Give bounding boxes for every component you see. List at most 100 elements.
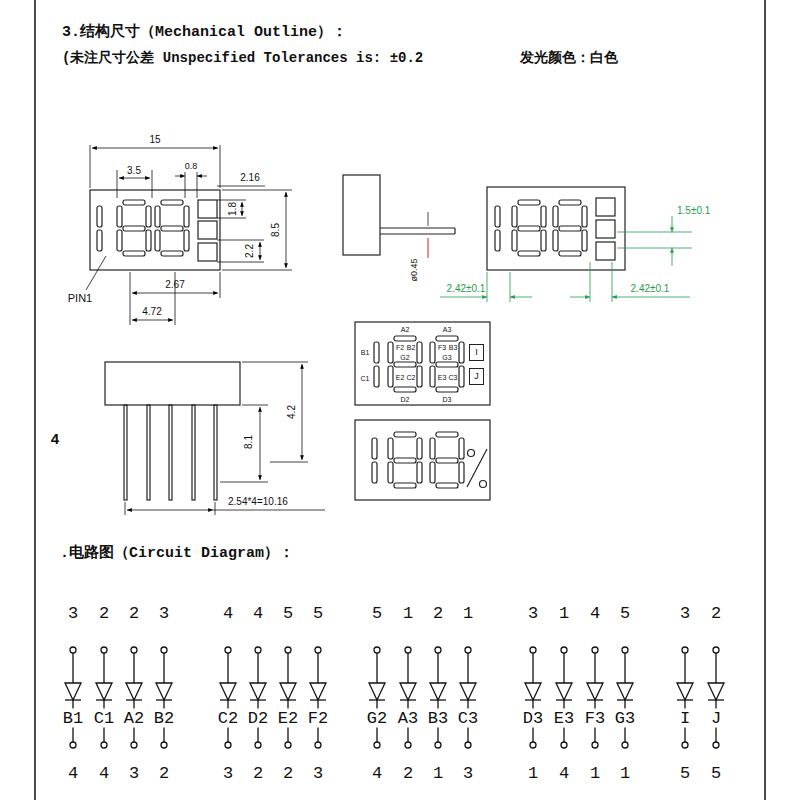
- pin-number: 3: [463, 765, 473, 782]
- side-view-part: [380, 233, 455, 234]
- pin-view-part: [192, 405, 195, 500]
- green-dimension-lines: [440, 216, 692, 302]
- pin-number: 4: [99, 765, 109, 782]
- diode-symbols-part: [369, 647, 385, 748]
- front-view: [90, 190, 220, 270]
- green-dimension-lines-part: [590, 262, 591, 302]
- pin-number: 3: [129, 765, 139, 782]
- dimension-label: 0.8: [185, 162, 198, 171]
- diode-symbols-part: [96, 647, 112, 748]
- diode-symbols: [65, 647, 724, 748]
- display-face-part: [480, 481, 487, 488]
- segment-name: E2: [277, 709, 299, 728]
- side-view-part: [428, 212, 429, 226]
- dimension-lines-part: [217, 218, 246, 219]
- pin-number: 4: [372, 765, 382, 782]
- segment-name: E3: [553, 709, 575, 728]
- dimension-lines-part: [132, 320, 173, 321]
- pin-dimension-lines-part: [127, 510, 213, 511]
- pin-number: 3: [68, 605, 78, 622]
- segment-map: [355, 322, 490, 405]
- pin-view-part: [124, 405, 127, 500]
- diode-symbols-part: [65, 647, 81, 748]
- pin-number: 5: [711, 765, 721, 782]
- green-dimension-lines-part: [612, 297, 690, 298]
- segment-label: D2: [401, 396, 410, 403]
- pin-number: 1: [403, 605, 413, 622]
- dimension-lines-part: [220, 145, 221, 188]
- green-dimension-lines-part: [672, 216, 673, 232]
- pin-dimension-lines-part: [125, 502, 126, 515]
- pin-number: 2: [283, 765, 293, 782]
- segment-name: J: [710, 709, 722, 728]
- top-view-part: [596, 220, 615, 238]
- segment-name: C3: [457, 709, 479, 728]
- segment-label: J: [474, 372, 479, 381]
- pin-dimension-lines: [125, 362, 325, 515]
- dimension-lines-part: [175, 176, 185, 177]
- pin-number: 4: [559, 765, 569, 782]
- section-number: 4: [50, 433, 59, 448]
- dimension-lines-part: [222, 270, 292, 271]
- side-view-part: [454, 228, 455, 234]
- dimension-lines-part: [92, 148, 218, 149]
- top-view-part: [512, 200, 546, 256]
- dimension-label: 1.5±0.1: [677, 206, 710, 216]
- display-face-part: [372, 438, 377, 483]
- pin-number: 4: [253, 605, 263, 622]
- top-view-part: [487, 187, 625, 270]
- display-face-part: [355, 420, 490, 500]
- dimension-label: 3.5: [127, 166, 141, 176]
- pin-number: 2: [129, 605, 139, 622]
- dimension-label: 1.8: [228, 202, 238, 216]
- dimension-lines-part: [222, 190, 292, 191]
- side-view-part: [343, 175, 380, 255]
- diode-symbols-part: [400, 647, 416, 748]
- dimension-label: 2.42±0.1: [447, 284, 486, 294]
- front-view-part: [117, 200, 151, 256]
- segment-map-part: [388, 336, 422, 392]
- side-view-part: [428, 238, 429, 258]
- page-frame-part: [764, 0, 766, 800]
- dimension-label: 8.5: [271, 223, 281, 237]
- segment-label: C2: [407, 374, 416, 381]
- diode-symbols-part: [617, 647, 633, 748]
- pin-view-part: [214, 405, 217, 500]
- diode-symbols-part: [126, 647, 142, 748]
- pin-number: 5: [283, 605, 293, 622]
- green-dimension-lines-part: [612, 262, 613, 302]
- segment-label: B1: [361, 349, 370, 356]
- pin-view: [105, 362, 240, 500]
- display-face-part: [430, 432, 464, 488]
- diode-symbols-part: [430, 647, 446, 748]
- dimension-label: ø0.45: [410, 258, 419, 281]
- display-face-part: [388, 432, 422, 488]
- pin-number: 1: [559, 605, 569, 622]
- dimension-lines: [86, 145, 292, 325]
- diode-symbols-part: [556, 647, 572, 748]
- dimension-label: 2.2: [245, 244, 255, 258]
- dimension-lines-part: [90, 145, 91, 188]
- green-dimension-lines-part: [672, 248, 673, 266]
- segment-label: I: [475, 348, 478, 357]
- front-view-part: [198, 200, 217, 218]
- pin-number: 4: [223, 605, 233, 622]
- display-face: [355, 420, 490, 500]
- dimension-label: 2.16: [240, 173, 259, 183]
- pin-dimension-lines-part: [270, 462, 308, 463]
- dimension-label: 15: [149, 135, 160, 145]
- pin-number: 3: [680, 605, 690, 622]
- green-dimension-lines-part: [510, 297, 532, 298]
- diode-symbols-part: [587, 647, 603, 748]
- pin-view-part: [105, 362, 240, 405]
- dimension-lines-part: [217, 262, 264, 263]
- dimension-lines-part: [152, 170, 153, 198]
- pin-number: 2: [99, 605, 109, 622]
- pin-number: 4: [68, 765, 78, 782]
- pin-number: 1: [463, 605, 473, 622]
- segment-label: B3: [449, 344, 458, 351]
- segment-map-part: [374, 342, 379, 387]
- pin-number: 2: [159, 765, 169, 782]
